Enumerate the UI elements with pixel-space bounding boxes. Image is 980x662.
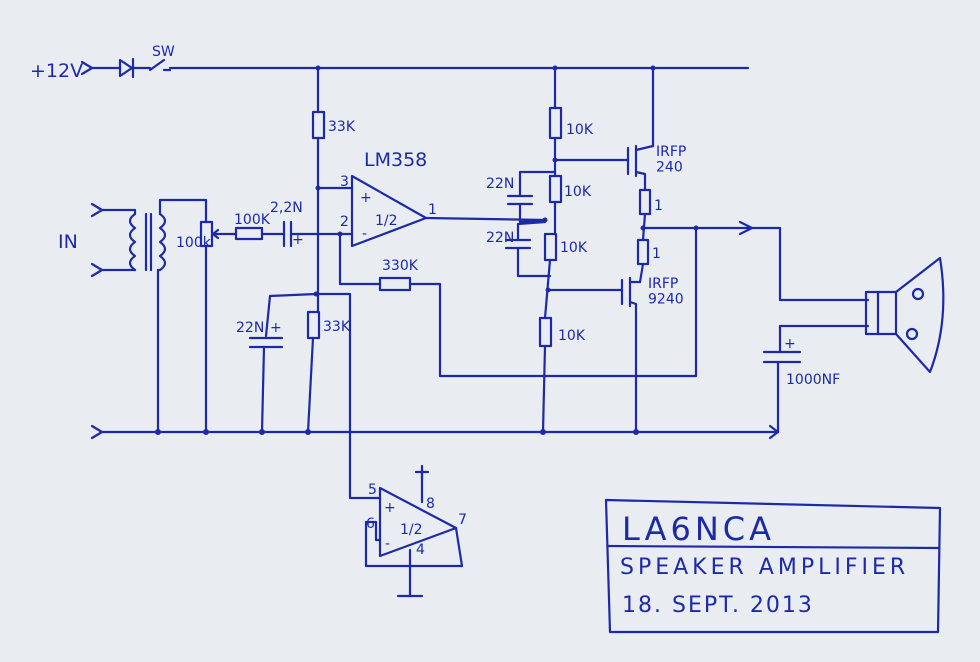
- divider-c2-label: 22N: [486, 230, 514, 246]
- diode-symbol: [118, 57, 135, 79]
- supply-rail: +12V SW: [30, 44, 750, 82]
- pin4-label: 4: [416, 542, 425, 558]
- opamp2-minus: -: [385, 536, 390, 552]
- pin8-label: 8: [426, 496, 435, 512]
- output-cap-plus: +: [784, 336, 796, 352]
- opamp2-fraction: 1/2: [400, 522, 423, 538]
- power-switch: SW: [148, 44, 175, 72]
- driver-divider: 10K 10K 10K 10K 22N 22N: [486, 65, 594, 434]
- divider-r3-label: 10K: [560, 240, 588, 256]
- supply-voltage-label: +12V: [30, 60, 83, 82]
- source-r1-label: 1: [654, 198, 663, 214]
- feedback-network: 330K: [378, 226, 698, 378]
- bias-resistor-bottom-label: 33K: [323, 319, 351, 335]
- title-date: 18. SEPT. 2013: [622, 593, 814, 618]
- source-r2-label: 1: [652, 246, 661, 262]
- opamp-lm358: LM358 + - 1/2 3 2 1: [337, 149, 547, 286]
- input-resistor-label: 100K: [234, 212, 271, 228]
- opamp-fraction: 1/2: [375, 213, 398, 229]
- pin3-label: 3: [340, 174, 349, 190]
- divider-r4-label: 10K: [558, 328, 586, 344]
- input-network: 100K 2,2N +: [220, 200, 354, 248]
- speaker-icon: [864, 256, 945, 374]
- divider-c1-label: 22N: [486, 176, 514, 192]
- divider-r2-label: 10K: [564, 184, 592, 200]
- feedback-resistor-label: 330K: [382, 258, 419, 274]
- speaker-output: + 1000NF: [762, 256, 945, 440]
- pin5-label: 5: [368, 482, 377, 498]
- pin6-label: 6: [366, 516, 375, 532]
- opamp-buffer: + - 1/2 5 6 7 8 4: [364, 464, 467, 598]
- input-cap-label: 2,2N: [270, 200, 303, 216]
- opamp-minus: -: [362, 226, 367, 242]
- input-transformer: IN: [58, 198, 208, 434]
- bias-cap-plus: +: [270, 320, 282, 336]
- input-label: IN: [58, 231, 78, 253]
- output-cap-label: 1000NF: [786, 372, 840, 388]
- bias-cap-label: 22N: [236, 320, 264, 336]
- title-subtitle: SPEAKER AMPLIFIER: [620, 555, 909, 580]
- switch-label: SW: [152, 44, 175, 60]
- pin1-label: 1: [428, 202, 437, 218]
- volume-potentiometer: 100k: [176, 220, 224, 434]
- pot-label: 100k: [176, 235, 212, 251]
- opamp2-plus: +: [384, 500, 396, 516]
- ground-rail: [90, 424, 780, 440]
- pin7-label: 7: [458, 512, 467, 528]
- input-cap-plus: +: [292, 232, 304, 248]
- opamp-label: LM358: [364, 149, 427, 171]
- title-block: LA6NCA SPEAKER AMPLIFIER 18. SEPT. 2013: [604, 498, 942, 634]
- opamp-plus: +: [360, 190, 372, 206]
- bias-network: 33K 33K 22N +: [236, 65, 370, 500]
- divider-r1-label: 10K: [566, 122, 594, 138]
- pin2-label: 2: [340, 214, 349, 230]
- bias-resistor-top-label: 33K: [328, 119, 356, 135]
- title-callsign: LA6NCA: [622, 510, 775, 548]
